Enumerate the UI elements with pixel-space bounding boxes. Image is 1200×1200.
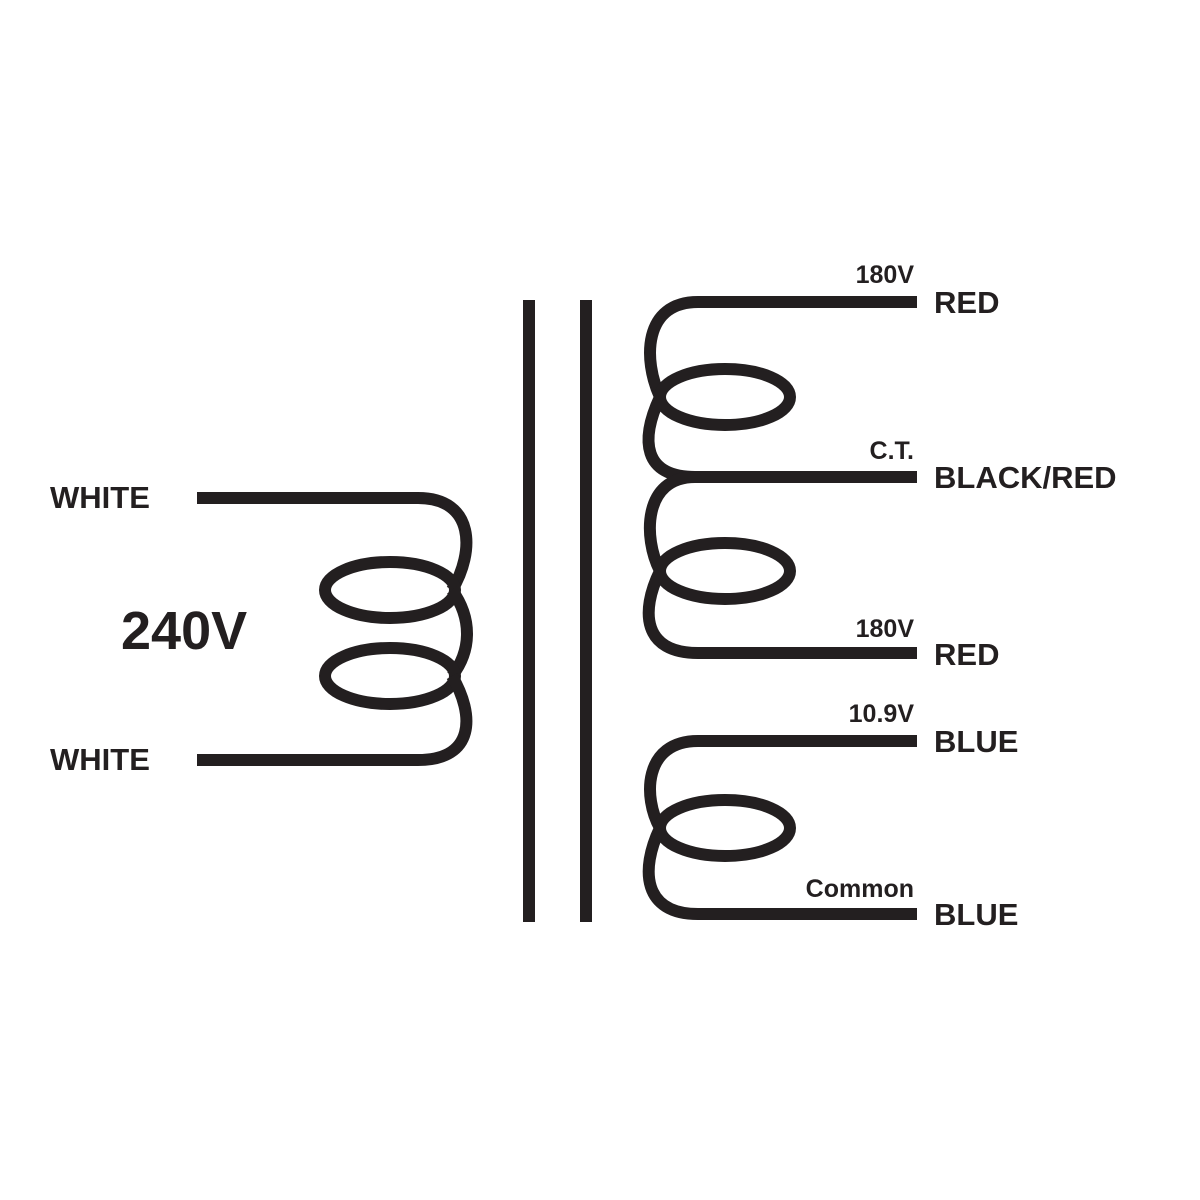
primary-bottom-lead-wire xyxy=(197,672,473,766)
primary-top-lead-label: WHITE xyxy=(50,480,150,515)
lv-common-lead-wire xyxy=(642,825,917,920)
primary-top-lead-wire xyxy=(197,492,473,594)
hv-coil-loop-1 xyxy=(654,363,796,431)
primary-voltage-label: 240V xyxy=(121,601,248,661)
hv-top-voltage-label: 180V xyxy=(855,261,914,289)
hv-secondary-winding xyxy=(642,296,917,659)
lv-top-voltage-label: 10.9V xyxy=(848,700,914,728)
primary-coil-loop-2 xyxy=(319,642,461,710)
lv-secondary-winding xyxy=(642,735,917,920)
primary-winding xyxy=(197,492,473,766)
primary-bottom-lead-label: WHITE xyxy=(50,742,150,777)
hv-coil-loop-2 xyxy=(654,537,796,605)
hv-coil-lower-start xyxy=(643,471,696,574)
hv-bottom-voltage-label: 180V xyxy=(855,615,914,643)
hv-top-lead-wire xyxy=(644,296,917,400)
center-tap-label: C.T. xyxy=(869,437,914,465)
hv-top-lead-label: RED xyxy=(934,285,1000,320)
lv-common-lead-label: BLUE xyxy=(934,897,1019,932)
lv-top-lead-label: BLUE xyxy=(934,724,1019,759)
hv-bottom-lead-label: RED xyxy=(934,637,1000,672)
hv-bottom-lead-wire xyxy=(642,568,917,659)
lv-top-lead-wire xyxy=(644,735,917,831)
primary-coil-loop-1 xyxy=(319,556,461,624)
lv-coil-loop xyxy=(654,794,796,862)
common-label: Common xyxy=(805,875,914,903)
center-tap-lead-label: BLACK/RED xyxy=(934,460,1117,495)
